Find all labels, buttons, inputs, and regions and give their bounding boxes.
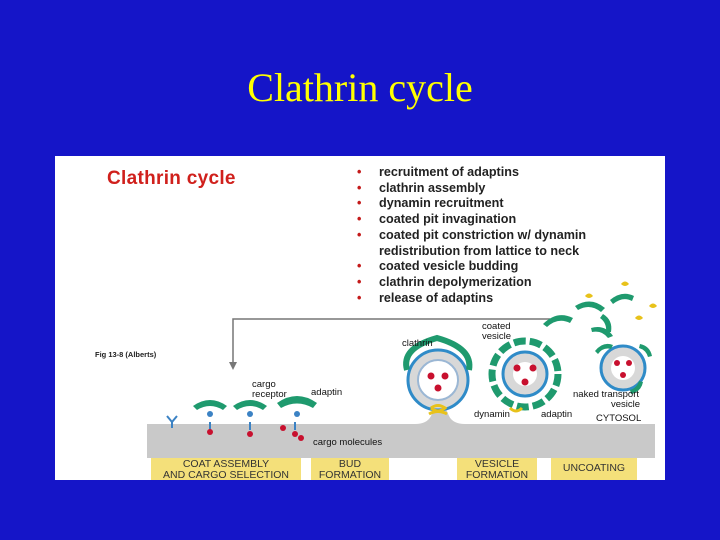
- step-item: •recruitment of adaptins: [357, 165, 519, 179]
- label-adaptin-top: adaptin: [311, 387, 343, 398]
- label-coated-vesicle-2: vesicle: [482, 331, 512, 342]
- label-cargo-molecules: cargo molecules: [313, 437, 383, 448]
- figure-reference: Fig 13-8 (Alberts): [95, 350, 157, 359]
- released-adaptins: [585, 281, 657, 320]
- cycle-arrowhead: [229, 362, 237, 370]
- released-clathrin: [543, 293, 634, 338]
- label-dynamin: dynamin: [474, 409, 510, 420]
- label-cargo-receptor-1: cargo: [252, 379, 276, 390]
- receptors: [166, 415, 296, 430]
- step-item: •clathrin depolymerization: [357, 274, 532, 289]
- label-adaptin-bottom: adaptin: [541, 409, 573, 420]
- cycle-arrow: [232, 318, 550, 364]
- clathrin-coats: [193, 396, 317, 410]
- label-naked-vesicle-1: naked transport: [573, 389, 640, 400]
- step-item: •clathrin assembly: [357, 180, 486, 195]
- coated-vesicle: [488, 337, 562, 413]
- label-cytosol: CYTOSOL: [596, 413, 642, 424]
- label-clathrin: clathrin: [402, 338, 433, 349]
- stage-uncoating: UNCOATING: [551, 458, 637, 480]
- step-item: •coated vesicle budding: [357, 259, 519, 274]
- cargo-molecules: [207, 425, 304, 441]
- budding-pit: [403, 334, 473, 416]
- clathrin-cycle-diagram: [147, 281, 657, 458]
- slide-title: Clathrin cycle: [247, 65, 473, 110]
- step-item: •release of adaptins: [357, 290, 494, 305]
- membrane: [147, 402, 655, 458]
- step-item: •dynamin recruitment: [357, 196, 504, 211]
- step-item: •coated pit invagination: [357, 212, 517, 227]
- label-cargo-receptor-2: receptor: [252, 389, 287, 400]
- figure-heading: Clathrin cycle: [107, 168, 236, 189]
- adaptin-marks: [207, 411, 300, 417]
- label-naked-vesicle-2: vesicle: [611, 399, 641, 410]
- naked-vesicle: [595, 343, 652, 394]
- step-list: •recruitment of adaptins •clathrin assem…: [355, 165, 586, 306]
- clathrin-figure: Clathrin cycle Fig 13-8 (Alberts) •recru…: [55, 156, 665, 480]
- label-coated-vesicle-1: coated: [482, 321, 511, 332]
